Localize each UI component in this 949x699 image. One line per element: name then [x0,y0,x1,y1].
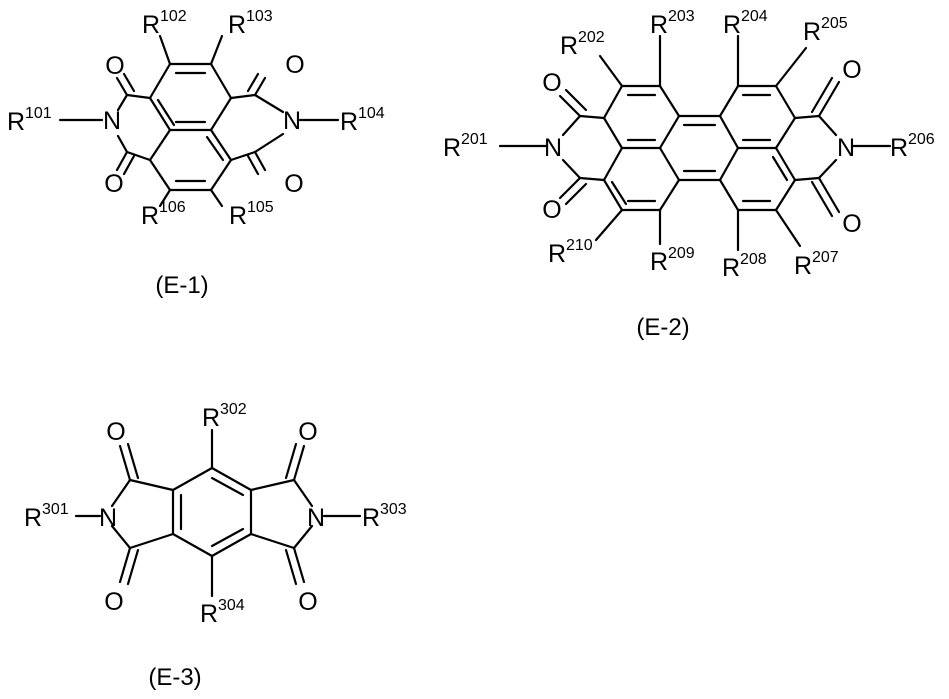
e1-oxygen-top-left: O [105,52,124,80]
svg-text:106: 106 [159,199,186,216]
svg-text:206: 206 [908,131,935,148]
e3-substituent-r303: R 303 [362,501,407,532]
svg-text:203: 203 [668,8,695,25]
e3-substituent-r302: R 302 [202,401,247,432]
svg-text:R: R [723,11,741,39]
e1-substituent-r101: R 101 [7,105,52,136]
svg-text:201: 201 [461,131,488,148]
svg-text:102: 102 [160,8,187,25]
e2-substituent-r202: R 202 [560,29,605,60]
e2-substituent-r201: R 201 [443,131,488,162]
e1-nitrogen-right: N [283,107,301,135]
svg-text:105: 105 [247,199,274,216]
svg-text:209: 209 [668,245,695,262]
e3-caption: (E-3) [148,664,201,691]
e1-substituent-r102: R 102 [142,8,187,39]
e3-nitrogen-left: N [99,504,117,532]
svg-text:R: R [548,240,566,268]
structure-e2: N N O O O O R 201 R 202 R 203 R 204 R 20… [443,8,935,341]
e3-oxygen-top-right: O [298,418,317,446]
svg-text:302: 302 [220,401,247,418]
e1-oxygen-top-right: O [285,51,304,79]
svg-text:303: 303 [380,501,407,518]
svg-text:208: 208 [740,251,767,268]
e3-substituent-r301: R 301 [24,501,69,532]
svg-text:R: R [794,252,812,280]
e2-substituent-r209: R 209 [650,245,695,276]
e1-substituent-r105: R 105 [229,199,274,230]
e1-nitrogen-left: N [103,107,121,135]
svg-text:R: R [7,108,25,136]
e2-substituent-r206: R 206 [890,131,935,162]
e2-substituent-r203: R 203 [650,8,695,39]
e3-substituent-r304: R 304 [200,597,245,628]
e3-oxygen-top-left: O [106,418,125,446]
e2-substituent-r205: R 205 [803,15,848,46]
e2-oxygen-top-left: O [542,69,561,97]
svg-text:R: R [722,254,740,282]
e3-oxygen-bottom-left: O [104,588,123,616]
svg-text:202: 202 [578,29,605,46]
e2-substituent-r210: R 210 [548,237,593,268]
svg-text:R: R [803,18,821,46]
e2-substituent-r207: R 207 [794,249,839,280]
svg-text:204: 204 [741,8,768,25]
svg-text:R: R [650,11,668,39]
svg-text:205: 205 [821,15,848,32]
e2-nitrogen-left: N [544,134,562,162]
svg-text:103: 103 [246,8,273,25]
svg-text:101: 101 [25,105,52,122]
e1-caption: (E-1) [155,272,208,299]
e2-caption: (E-2) [636,314,689,341]
svg-text:R: R [24,504,42,532]
svg-text:R: R [200,600,218,628]
svg-text:R: R [650,248,668,276]
svg-text:R: R [890,134,908,162]
e1-oxygen-bottom-left: O [104,170,123,198]
e2-oxygen-bottom-right: O [842,210,861,238]
svg-text:210: 210 [566,237,593,254]
e1-oxygen-bottom-right: O [284,170,303,198]
svg-text:R: R [141,202,159,230]
e1-substituent-r104: R 104 [340,105,385,136]
svg-text:301: 301 [42,501,69,518]
svg-text:207: 207 [812,249,839,266]
svg-text:104: 104 [358,105,385,122]
e2-nitrogen-right: N [837,134,855,162]
svg-text:304: 304 [218,597,245,614]
structure-e3: N N O O O O R 301 R 302 R 303 R 304 (E-3… [24,401,407,691]
svg-text:R: R [362,504,380,532]
e2-oxygen-bottom-left: O [542,196,561,224]
e2-oxygen-top-right: O [842,56,861,84]
e2-substituent-r204: R 204 [723,8,768,39]
svg-text:R: R [229,202,247,230]
e1-substituent-r106: R 106 [141,199,186,230]
e1-substituent-r103: R 103 [228,8,273,39]
svg-text:R: R [443,134,461,162]
svg-text:R: R [228,11,246,39]
e3-nitrogen-right: N [307,504,325,532]
svg-text:R: R [142,11,160,39]
e3-oxygen-bottom-right: O [298,588,317,616]
e2-substituent-r208: R 208 [722,251,767,282]
svg-text:R: R [202,404,220,432]
svg-text:R: R [340,108,358,136]
svg-text:R: R [560,32,578,60]
structure-e1: N N O O O O R 101 R 102 R 103 R 104 R 10… [7,8,385,299]
